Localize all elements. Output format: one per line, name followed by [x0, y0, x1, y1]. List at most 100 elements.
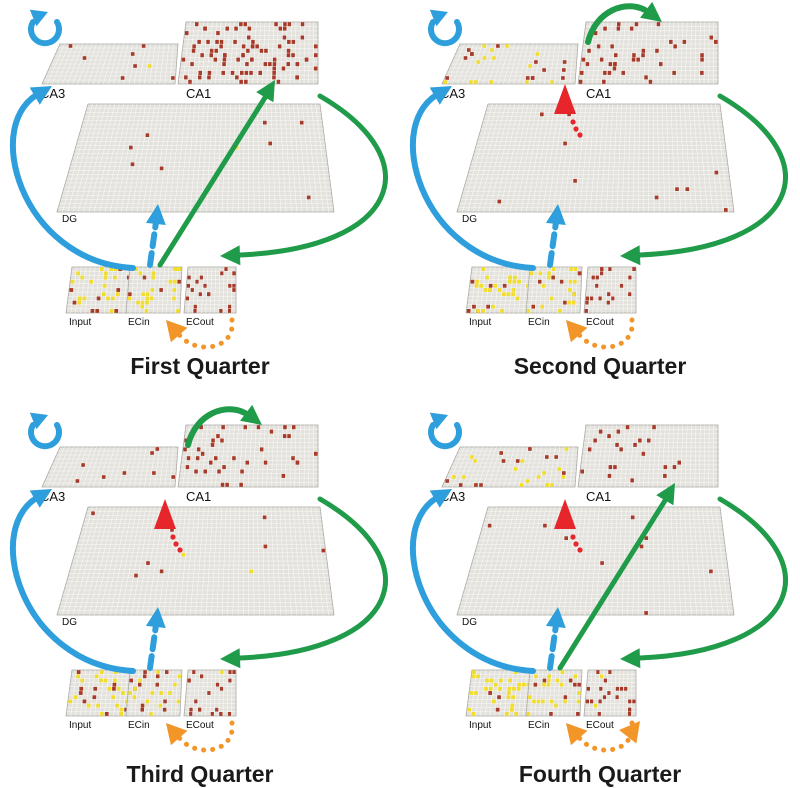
active-unit — [272, 70, 276, 75]
dg-layer — [56, 103, 335, 213]
active-unit — [505, 44, 509, 48]
active-unit — [445, 479, 449, 483]
active-unit — [282, 35, 287, 40]
active-unit — [633, 442, 637, 447]
active-unit — [714, 170, 719, 175]
active-unit — [130, 162, 135, 167]
active-unit — [471, 712, 476, 716]
active-unit — [197, 39, 201, 44]
active-unit — [685, 187, 690, 191]
active-unit — [119, 707, 124, 712]
active-unit — [96, 296, 101, 301]
active-unit — [515, 296, 520, 301]
active-unit — [272, 62, 277, 67]
active-unit — [648, 79, 653, 84]
active-unit — [563, 141, 567, 146]
active-unit — [584, 309, 588, 313]
active-unit — [542, 68, 546, 72]
active-unit — [677, 460, 681, 465]
active-unit — [90, 309, 95, 313]
active-unit — [287, 22, 292, 27]
ecin-label: ECin — [528, 720, 550, 731]
ecout-to-ecin-arrow — [566, 317, 635, 350]
active-unit — [162, 707, 167, 712]
active-unit — [580, 70, 584, 75]
active-unit — [488, 288, 492, 292]
active-unit — [470, 52, 474, 56]
active-unit — [621, 70, 625, 75]
active-unit — [185, 296, 189, 301]
active-unit — [558, 309, 562, 313]
ca1-to-ecout-arrow — [220, 496, 388, 669]
active-unit — [528, 695, 532, 700]
active-unit — [619, 283, 624, 288]
active-unit — [481, 267, 486, 271]
active-unit — [116, 288, 121, 292]
active-unit — [513, 670, 518, 674]
active-unit — [625, 425, 630, 430]
ca3-recurrent-arrow — [28, 9, 62, 47]
active-unit — [577, 682, 581, 687]
active-unit — [228, 304, 232, 309]
active-unit — [500, 309, 504, 313]
active-unit — [467, 48, 471, 52]
active-unit — [130, 52, 135, 56]
active-unit — [171, 475, 175, 479]
active-unit — [228, 283, 232, 288]
active-unit — [470, 279, 475, 284]
active-unit — [75, 479, 80, 483]
active-unit — [644, 536, 649, 540]
active-unit — [211, 438, 215, 443]
active-unit — [258, 70, 262, 75]
active-unit — [68, 44, 73, 48]
active-unit — [466, 309, 471, 313]
ecin-layer — [525, 669, 583, 717]
ca3-to-ca1-arrow — [185, 404, 262, 448]
active-unit — [624, 686, 628, 691]
active-unit — [607, 691, 611, 695]
active-unit — [488, 283, 493, 288]
active-unit — [629, 26, 634, 31]
active-unit — [103, 275, 108, 280]
ca1-to-ecout-arrow-head — [620, 648, 641, 669]
active-unit — [68, 699, 73, 704]
active-unit — [232, 670, 236, 674]
active-unit — [172, 288, 177, 292]
ca1-label: CA1 — [186, 86, 211, 101]
active-unit — [158, 703, 163, 708]
active-unit — [533, 682, 538, 687]
active-unit — [94, 674, 99, 679]
active-unit — [116, 686, 121, 691]
active-unit — [177, 279, 181, 284]
active-unit — [163, 699, 167, 704]
active-unit — [564, 536, 568, 540]
active-unit — [490, 48, 494, 52]
active-unit — [77, 300, 82, 305]
active-unit — [534, 60, 538, 64]
active-unit — [283, 425, 287, 430]
active-unit — [299, 120, 304, 125]
ecin-label: ECin — [128, 317, 150, 328]
active-unit — [508, 678, 512, 683]
active-unit — [479, 483, 483, 487]
ec-to-dg-dashed-arrow-head — [545, 607, 566, 628]
active-unit — [200, 674, 204, 679]
active-unit — [193, 304, 197, 309]
input-layer — [465, 669, 533, 717]
active-unit — [536, 475, 541, 479]
active-unit — [150, 451, 154, 455]
active-unit — [112, 682, 117, 687]
active-unit — [145, 296, 150, 301]
active-unit — [76, 674, 80, 679]
active-unit — [559, 682, 564, 687]
active-unit — [545, 483, 549, 487]
active-unit — [474, 80, 478, 84]
active-unit — [219, 44, 223, 49]
active-unit — [295, 460, 300, 465]
active-unit — [104, 271, 108, 276]
active-unit — [129, 145, 133, 150]
active-unit — [262, 515, 267, 520]
active-unit — [159, 166, 164, 171]
